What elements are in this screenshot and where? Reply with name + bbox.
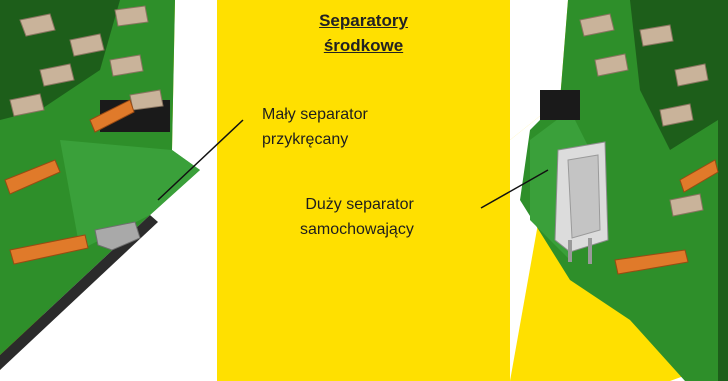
small-separator-label-line-2: przykręcany <box>262 131 349 148</box>
large-separator-label-line-1: Duży separator <box>305 196 414 213</box>
title-line-1: Separatory <box>319 11 408 30</box>
small-separator-illustration <box>0 0 217 381</box>
large-separator-illustration <box>510 0 728 381</box>
small-separator-label-line-1: Mały separator <box>262 106 368 123</box>
page-title: Separatory środkowe <box>217 8 510 58</box>
small-separator-label: Mały separator przykręcany <box>262 102 368 152</box>
title-line-2: środkowe <box>323 36 404 55</box>
large-separator-label: Duży separator samochowający <box>300 192 414 242</box>
large-separator-label-line-2: samochowający <box>300 221 414 238</box>
large-separator-image <box>510 0 728 381</box>
small-separator-image <box>0 0 217 381</box>
center-band <box>217 0 510 381</box>
